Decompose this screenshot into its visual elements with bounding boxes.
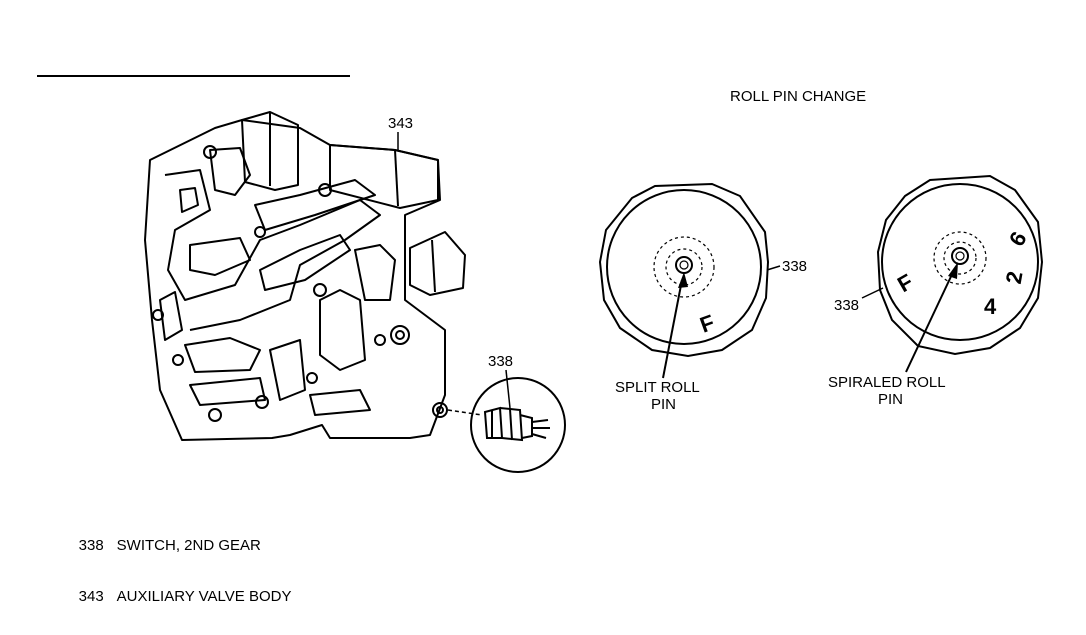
- split-pin-label-line2: PIN: [651, 396, 676, 413]
- leader-338-split: [766, 265, 781, 271]
- legend-row: 343 AUXILIARY VALVE BODY: [62, 571, 292, 622]
- callout-338-split: 338: [782, 258, 807, 275]
- arrow-split-pin: [662, 279, 683, 379]
- arrow-spiraled-pin: [905, 267, 956, 373]
- roll-pin-change-title: ROLL PIN CHANGE: [730, 88, 866, 105]
- spiraled-pin-label-line1: SPIRALED ROLL: [828, 374, 946, 391]
- switch-inset: [470, 377, 566, 473]
- parts-legend: 338 SWITCH, 2ND GEAR 343 AUXILIARY VALVE B…: [62, 520, 292, 622]
- arrowhead-split-pin: [678, 272, 688, 288]
- split-pin-label-line1: SPLIT ROLL: [615, 379, 700, 396]
- legend-row: 338 SWITCH, 2ND GEAR: [62, 520, 291, 571]
- split-face-mark: F: [696, 310, 717, 338]
- callout-343: 343: [388, 115, 413, 132]
- callout-338-spiraled: 338: [834, 297, 859, 314]
- split-pin-disc: [598, 182, 770, 358]
- arrowhead-spiraled-pin: [948, 262, 958, 279]
- spiraled-mark-2: 2: [1001, 269, 1028, 285]
- spiraled-mark-6: 6: [1004, 227, 1032, 250]
- auxiliary-valve-body: [144, 111, 466, 441]
- legend-text: AUXILIARY VALVE BODY: [116, 588, 292, 605]
- leader-338-inset: [505, 369, 511, 409]
- legend-number: 343: [78, 588, 104, 605]
- switch-locator-dash: [447, 409, 483, 416]
- spiraled-mark-f: F: [893, 269, 917, 297]
- spiraled-mark-4: 4: [984, 294, 997, 319]
- spiraled-pin-disc: [876, 174, 1044, 356]
- legend-number: 338: [78, 537, 104, 554]
- leader-338-spiraled: [861, 287, 884, 299]
- legend-text: SWITCH, 2ND GEAR: [116, 537, 261, 554]
- spiraled-pin-label-line2: PIN: [878, 391, 903, 408]
- callout-338-inset: 338: [488, 353, 513, 370]
